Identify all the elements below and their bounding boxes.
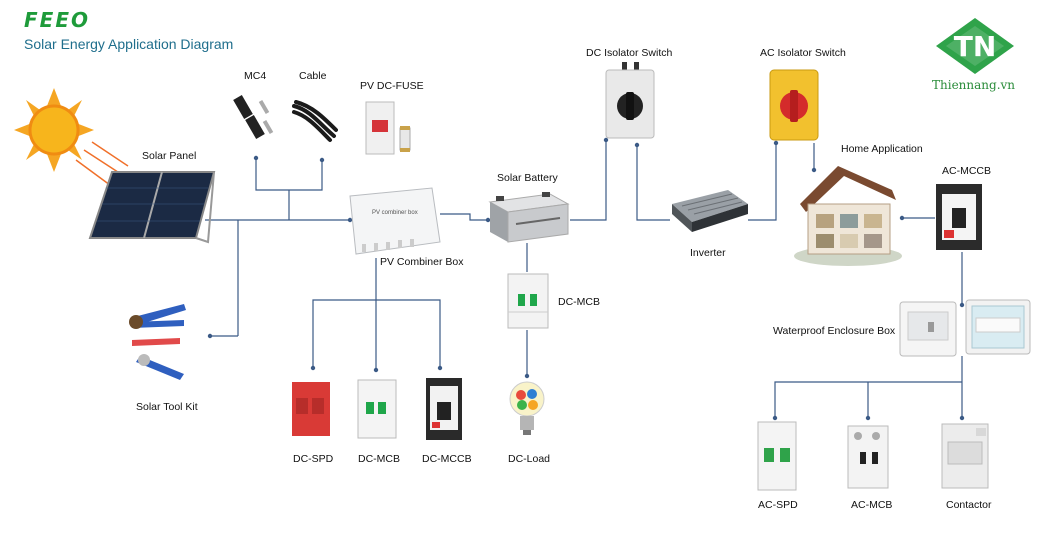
label-dc-spd: DC-SPD xyxy=(293,453,334,465)
label-dc-mcb-bottom: DC-MCB xyxy=(358,453,400,465)
ac-isolator-switch-image xyxy=(769,69,819,141)
label-solar-battery: Solar Battery xyxy=(497,172,558,184)
label-pv-combiner-box: PV Combiner Box xyxy=(380,256,464,268)
dc-load-bulb-image xyxy=(509,381,545,435)
dc-isolator-switch-image xyxy=(605,62,655,139)
solar-panel-image xyxy=(88,171,216,244)
brand-logo: FEEO xyxy=(24,8,90,32)
label-ac-spd: AC-SPD xyxy=(758,499,798,511)
logo-letters: TN xyxy=(954,30,997,63)
label-contactor: Contactor xyxy=(946,499,992,511)
label-waterproof-enclosure-box: Waterproof Enclosure Box xyxy=(773,325,896,337)
mc4-connector-image xyxy=(233,94,274,140)
label-ac-mcb: AC-MCB xyxy=(851,499,893,511)
ac-spd-image xyxy=(757,421,797,491)
page-title: Solar Energy Application Diagram xyxy=(24,36,234,52)
ac-mcb-image xyxy=(847,425,889,489)
label-cable: Cable xyxy=(299,70,327,82)
site-watermark: Thiennang.vn xyxy=(932,78,1016,92)
label-mc4: MC4 xyxy=(244,70,267,82)
ac-mccb-image xyxy=(936,184,982,250)
solar-tool-kit-image xyxy=(129,304,186,380)
waterproof-box-open-image xyxy=(965,299,1031,355)
dc-mcb-bottom-image xyxy=(357,379,397,439)
pv-combiner-box-image: PV combiner box xyxy=(349,187,441,255)
label-dc-load: DC-Load xyxy=(508,453,551,465)
label-home-application: Home Application xyxy=(841,143,923,155)
label-solar-panel: Solar Panel xyxy=(142,150,197,162)
label-dc-mccb: DC-MCCB xyxy=(422,453,472,465)
label-solar-tool-kit: Solar Tool Kit xyxy=(136,401,198,413)
waterproof-box-closed-image xyxy=(899,301,957,357)
label-dc-isolator-switch: DC Isolator Switch xyxy=(586,47,673,59)
combiner-box-print: PV combiner box xyxy=(372,210,418,216)
label-dc-mcb-middle: DC-MCB xyxy=(558,296,600,308)
dc-mcb-middle-image xyxy=(507,273,549,329)
solar-battery-image xyxy=(488,192,570,243)
contactor-image xyxy=(941,423,989,489)
label-ac-mccb-top: AC-MCCB xyxy=(942,165,991,177)
label-ac-isolator-switch: AC Isolator Switch xyxy=(760,47,846,59)
home-application-image xyxy=(794,166,902,266)
pv-dc-fuse-image xyxy=(365,101,411,155)
dc-spd-image xyxy=(292,382,330,436)
thiennang-logo: TN xyxy=(936,18,1014,74)
label-pv-dc-fuse: PV DC-FUSE xyxy=(360,80,424,92)
inverter-image xyxy=(672,190,748,232)
dc-mccb-image xyxy=(426,378,462,440)
cable-image xyxy=(292,100,338,142)
label-inverter: Inverter xyxy=(690,247,726,259)
